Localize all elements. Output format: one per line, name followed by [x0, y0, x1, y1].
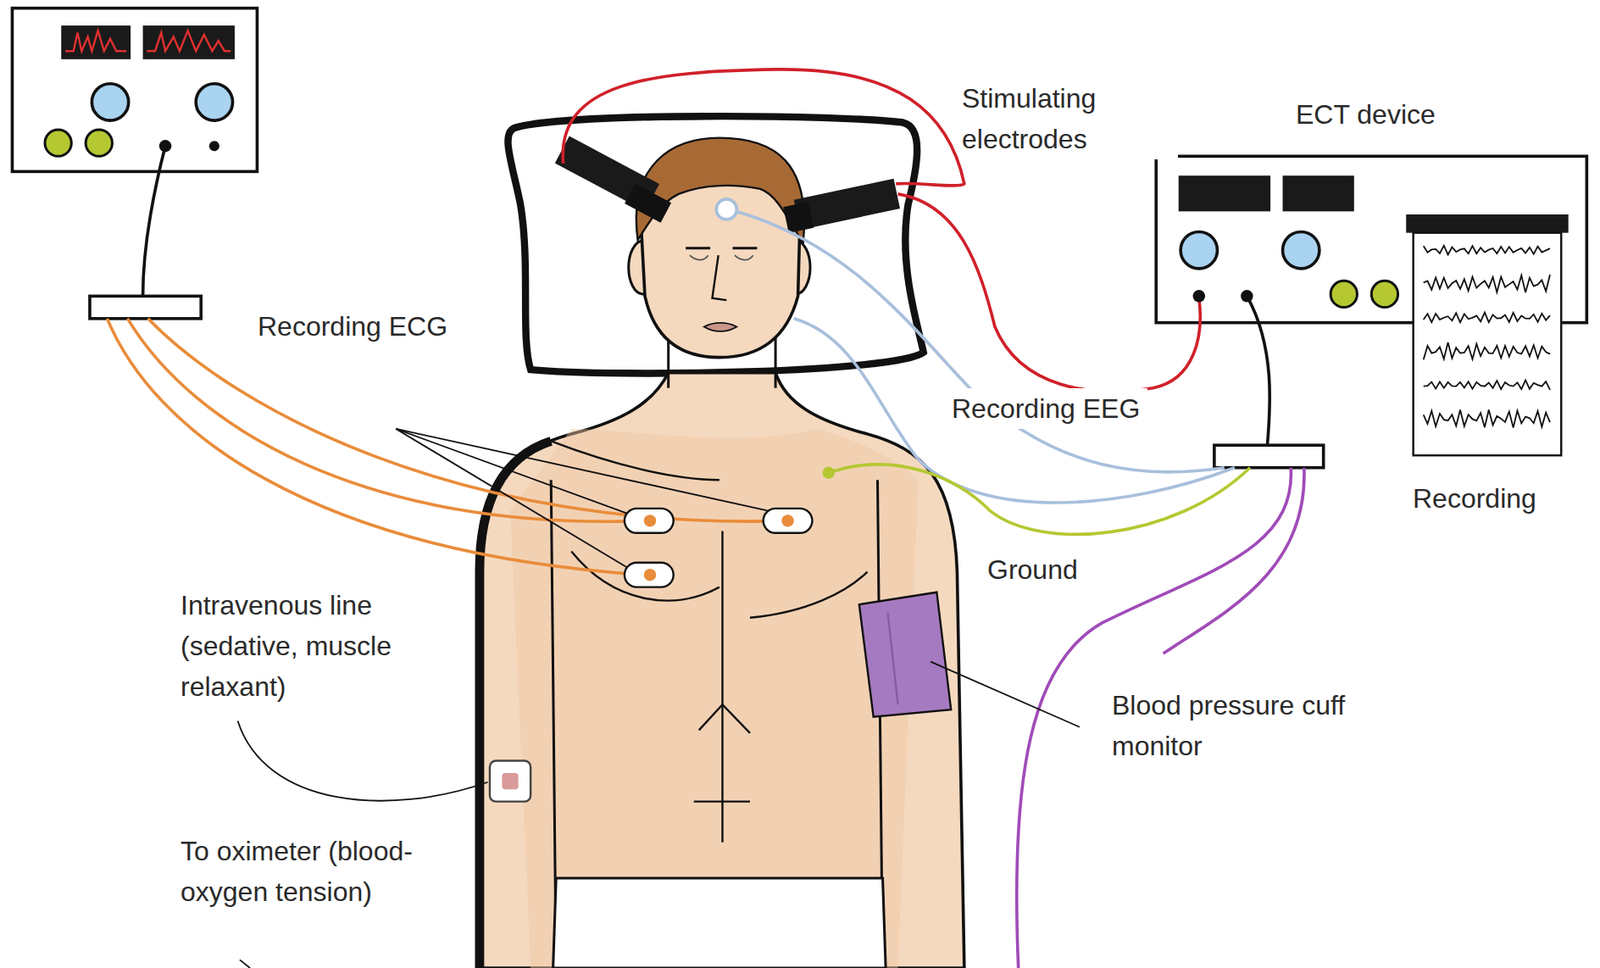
eeg-trace — [1423, 342, 1550, 360]
eeg-trace — [1423, 312, 1550, 323]
cuff-fold — [888, 612, 899, 705]
electrode-label: Stimulating electrodes — [960, 77, 1178, 160]
iv-label: Intravenous line (sedative, muscle relax… — [178, 584, 468, 707]
blood-pressure-cuff — [859, 592, 951, 717]
iv-line — [489, 760, 531, 801]
patient-body — [479, 337, 965, 968]
eeg-trace — [1423, 274, 1550, 293]
ecg-electrode — [624, 508, 813, 588]
device-label: ECT device — [1294, 94, 1438, 135]
recording-label: Recording — [1411, 477, 1539, 519]
eeg-electrode — [716, 199, 737, 220]
oximeter-label: To oximeter (blood-oxygen tension) — [178, 830, 433, 912]
eeg-trace — [1423, 409, 1550, 428]
ecg-wire — [106, 318, 788, 575]
cuff-label: Blood pressure cuff monitor — [1110, 684, 1384, 767]
ground-electrode — [822, 466, 834, 479]
connector-block — [1214, 444, 1324, 468]
stimulation-wire — [562, 69, 1200, 392]
stimulating-electrodes — [555, 136, 900, 234]
eeg-wire — [733, 210, 1235, 503]
ecg-monitor — [11, 8, 257, 319]
ect-device — [1155, 155, 1587, 456]
eeg-trace — [1423, 379, 1550, 390]
ground-wire — [828, 464, 1250, 534]
ecg-label: Recording ECG — [255, 305, 454, 347]
output-jack — [1193, 289, 1206, 302]
ground-label: Ground — [985, 549, 1080, 590]
patient-head — [628, 138, 811, 358]
device-cable — [1246, 295, 1270, 445]
eeg-trace — [1423, 245, 1550, 256]
eeg-label: Recording EEG — [950, 388, 1148, 429]
eeg-traces — [1423, 245, 1550, 428]
pillow — [507, 116, 923, 373]
